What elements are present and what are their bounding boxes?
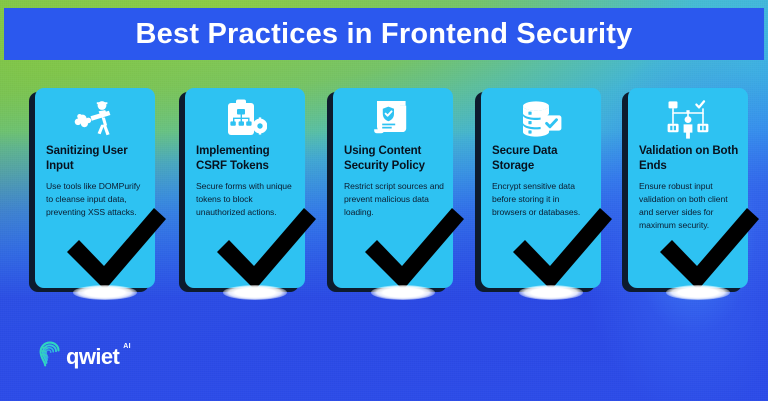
card-title: Using Content Security Policy xyxy=(344,145,425,173)
clipboard-gear-icon xyxy=(194,97,296,141)
card-ground-shadow xyxy=(666,285,730,300)
card-body: Restrict script sources and prevent mali… xyxy=(344,180,444,217)
card-sanitizing-user-input[interactable]: Sanitizing User Input Use tools like DOM… xyxy=(29,88,166,303)
card-surface: Implementing CSRF Tokens Secure forms wi… xyxy=(185,88,305,288)
database-check-icon xyxy=(490,97,592,141)
card-secure-data-storage[interactable]: Secure Data Storage Encrypt sensitive da… xyxy=(475,88,612,303)
card-title: Validation on Both Ends xyxy=(639,145,739,173)
sanitizing-worker-icon xyxy=(44,97,146,141)
card-title: Secure Data Storage xyxy=(492,145,558,173)
card-body: Secure forms with unique tokens to block… xyxy=(196,180,292,217)
card-surface: Sanitizing User Input Use tools like DOM… xyxy=(35,88,155,288)
network-person-check-icon xyxy=(637,97,739,141)
card-surface: Using Content Security Policy Restrict s… xyxy=(333,88,453,288)
page-title: Best Practices in Frontend Security xyxy=(135,17,633,50)
qwiet-logo[interactable]: qwiet AI xyxy=(38,341,131,372)
card-surface: Secure Data Storage Encrypt sensitive da… xyxy=(481,88,601,288)
qwiet-spiral-logo-icon xyxy=(38,341,62,372)
card-title: Sanitizing User Input xyxy=(46,145,128,173)
card-body: Encrypt sensitive data before storing it… xyxy=(492,180,581,217)
card-ground-shadow xyxy=(371,285,435,300)
card-body: Use tools like DOMPurify to cleanse inpu… xyxy=(46,180,141,217)
card-ground-shadow xyxy=(73,285,137,300)
qwiet-wordmark: qwiet xyxy=(66,343,120,369)
card-title: Implementing CSRF Tokens xyxy=(196,145,270,173)
header-bar: Best Practices in Frontend Security xyxy=(4,8,764,60)
card-implementing-csrf-tokens[interactable]: Implementing CSRF Tokens Secure forms wi… xyxy=(179,88,316,303)
card-ground-shadow xyxy=(223,285,287,300)
document-shield-icon xyxy=(342,97,444,141)
cards-row: Sanitizing User Input Use tools like DOM… xyxy=(0,88,768,303)
card-surface: Validation on Both Ends Ensure robust in… xyxy=(628,88,748,288)
qwiet-ai-superscript: AI xyxy=(123,343,131,350)
card-using-content-security-policy[interactable]: Using Content Security Policy Restrict s… xyxy=(327,88,464,303)
card-validation-on-both-ends[interactable]: Validation on Both Ends Ensure robust in… xyxy=(622,88,759,303)
card-body: Ensure robust input validation on both c… xyxy=(639,180,728,230)
card-ground-shadow xyxy=(519,285,583,300)
